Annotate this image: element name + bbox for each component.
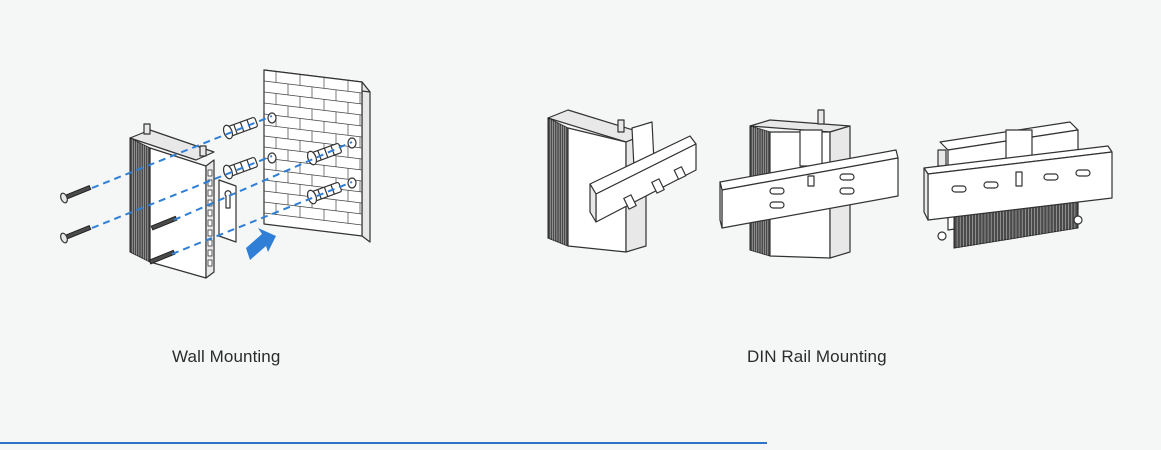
alignment-lines — [91, 115, 353, 255]
din-rail-mounting-caption: DIN Rail Mounting — [747, 347, 887, 366]
bottom-divider — [0, 442, 767, 444]
wall-mounting-illustration — [60, 69, 371, 279]
arrow-right-icon — [246, 228, 276, 260]
wall-bracket — [218, 179, 237, 243]
wall-mounting-caption: Wall Mounting — [172, 347, 281, 366]
wall-device — [129, 123, 215, 279]
din-rail-illustration-horizontal — [923, 121, 1113, 249]
din-rail-illustration-front — [719, 109, 899, 259]
screws — [60, 185, 178, 265]
din-rail-illustration-side — [547, 109, 697, 253]
